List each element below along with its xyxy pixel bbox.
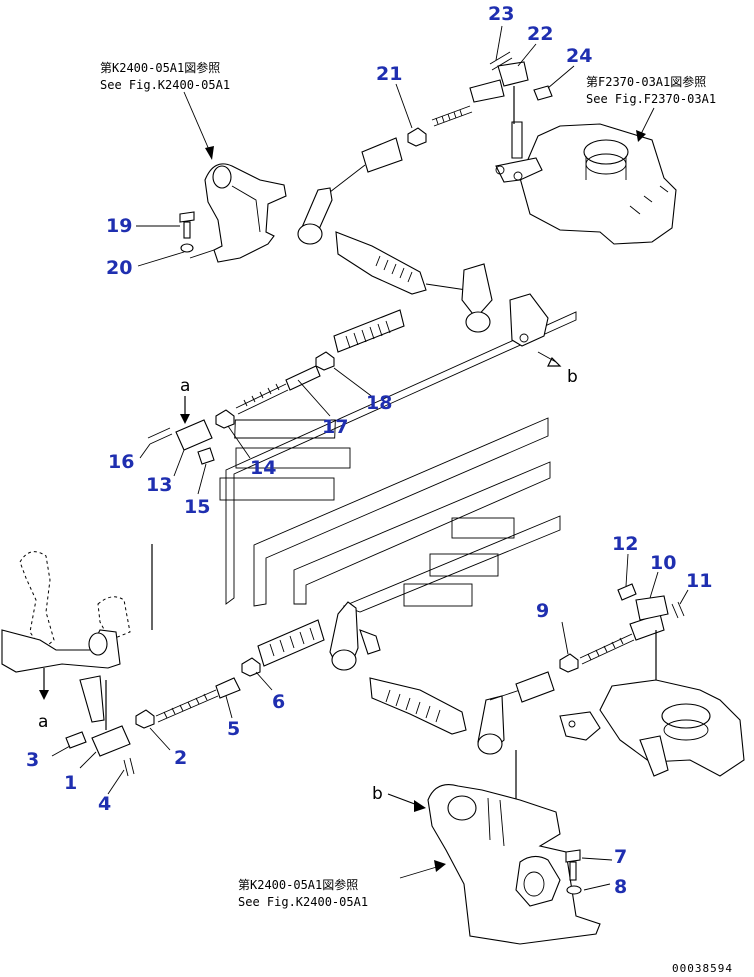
- svg-text:See Fig.F2370-03A1: See Fig.F2370-03A1: [586, 92, 716, 106]
- svg-text:b: b: [372, 784, 383, 804]
- callout-numbers: 1 2 3 4 5 6 7 8 9 10 11 12 13 14 15 16 1…: [26, 3, 712, 898]
- drawing-code: 00038594: [672, 962, 733, 975]
- svg-text:第F2370-03A1図参照: 第F2370-03A1図参照: [586, 74, 706, 89]
- svg-text:See Fig.K2400-05A1: See Fig.K2400-05A1: [238, 895, 368, 909]
- callout-10: 10: [650, 552, 676, 574]
- watermark-logo: [219, 311, 577, 613]
- view-marker-a-top: a: [180, 376, 190, 424]
- callout-1: 1: [64, 772, 77, 794]
- callout-20: 20: [106, 257, 132, 279]
- top-linkage: [179, 51, 562, 367]
- callout-14: 14: [250, 457, 276, 479]
- svg-text:第K2400-05A1図参照: 第K2400-05A1図参照: [100, 60, 220, 75]
- callout-23: 23: [488, 3, 514, 25]
- callout-13: 13: [146, 474, 172, 496]
- svg-text:第K2400-05A1図参照: 第K2400-05A1図参照: [238, 877, 358, 892]
- callout-12: 12: [612, 533, 638, 555]
- svg-text:a: a: [180, 376, 190, 396]
- callout-15: 15: [184, 496, 210, 518]
- top-left-bracket: [189, 163, 287, 263]
- bottom-bracket: [427, 784, 601, 945]
- view-marker-b-top: b: [567, 367, 578, 387]
- callout-2: 2: [174, 747, 187, 769]
- callout-17: 17: [322, 416, 348, 438]
- view-marker-b-bottom: b: [372, 784, 426, 812]
- callout-21: 21: [376, 63, 402, 85]
- bottom-left-pedal-area: [1, 544, 155, 777]
- callout-18: 18: [366, 392, 392, 414]
- callout-3: 3: [26, 749, 39, 771]
- callout-9: 9: [536, 600, 549, 622]
- bottom-right-case: [559, 679, 745, 777]
- callout-6: 6: [272, 691, 285, 713]
- reference-top-right: 第F2370-03A1図参照 See Fig.F2370-03A1: [586, 74, 716, 142]
- callout-8: 8: [614, 876, 627, 898]
- bottom-shaft: [329, 583, 685, 866]
- callout-16: 16: [108, 451, 134, 473]
- view-marker-a-bottom: a: [38, 712, 48, 732]
- callout-7: 7: [614, 846, 627, 868]
- svg-text:See Fig.K2400-05A1: See Fig.K2400-05A1: [100, 78, 230, 92]
- reference-bottom: 第K2400-05A1図参照 See Fig.K2400-05A1: [238, 860, 446, 909]
- reference-top-left: 第K2400-05A1図参照 See Fig.K2400-05A1: [100, 60, 230, 160]
- callout-4: 4: [98, 793, 111, 815]
- callout-19: 19: [106, 215, 132, 237]
- top-right-case: [495, 121, 677, 245]
- callout-5: 5: [227, 718, 240, 740]
- callout-24: 24: [566, 45, 592, 67]
- callout-leaders: [51, 25, 689, 891]
- callout-22: 22: [527, 23, 553, 45]
- bottom-rod: [155, 619, 325, 723]
- middle-rod: [147, 351, 335, 465]
- callout-11: 11: [686, 570, 712, 592]
